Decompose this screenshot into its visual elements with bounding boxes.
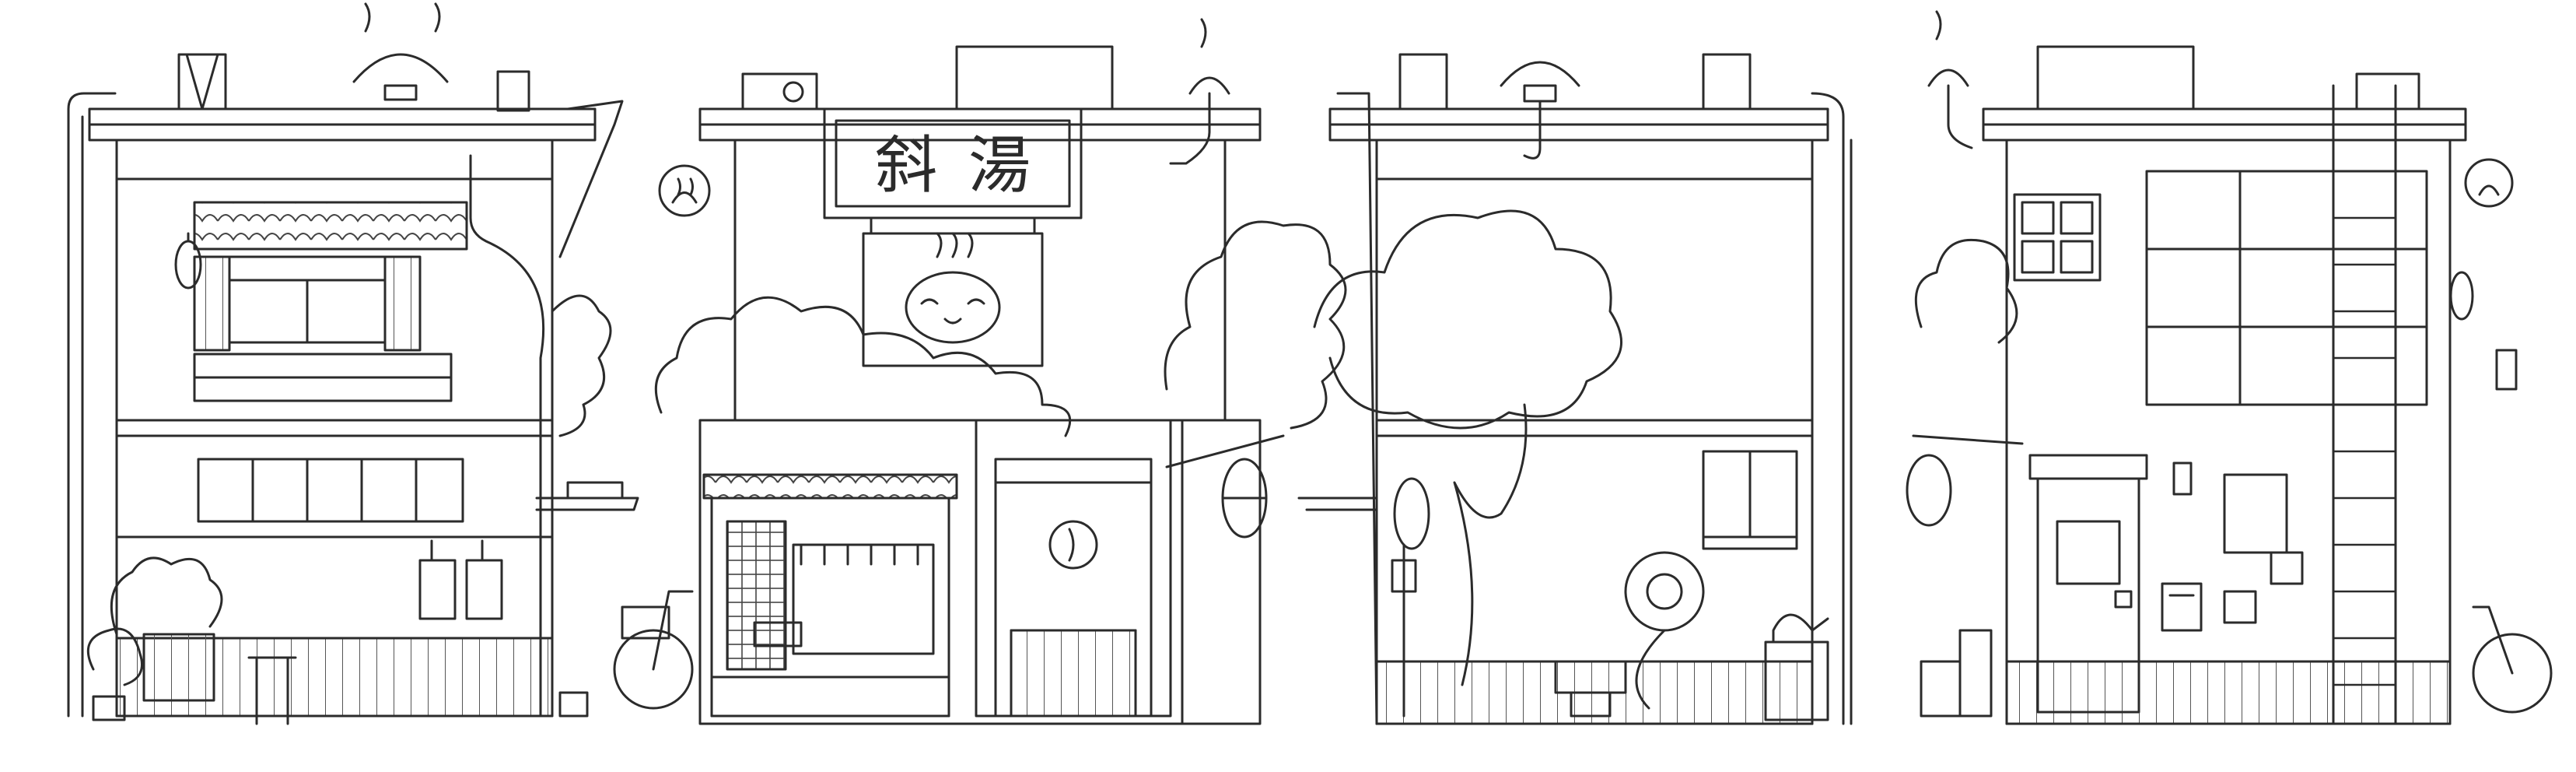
onsen-sign-icon [2464,158,2514,208]
kettle-icon [1772,613,1829,644]
bicycle-icon [2472,605,2553,714]
onsen-sign-icon [658,164,711,217]
lamp-icon [1500,61,1580,160]
lantern-icon [1393,477,1430,550]
view-2: 斜 湯 [613,18,1347,725]
bicycle-icon [613,590,694,710]
lantern-icon [174,232,202,290]
view-1 [67,2,639,725]
mailbox-icon [2161,582,2203,632]
lantern-icon [1906,454,1952,527]
lamp-icon [352,2,449,101]
lantern-icon [1221,458,1268,539]
hose-reel-icon [1624,551,1705,710]
sign-glyph-2: 湯 [968,129,1031,202]
view-4 [1906,10,2553,725]
lamp-icon [1927,10,1973,149]
view-3 [1297,53,1853,725]
shop-signboard: 斜 湯 [823,107,1083,219]
sign-glyph-1: 斜 [875,129,937,202]
intercom-icon [2114,590,2133,609]
mascot-sign [862,216,1044,367]
lamp-icon [1169,18,1230,165]
